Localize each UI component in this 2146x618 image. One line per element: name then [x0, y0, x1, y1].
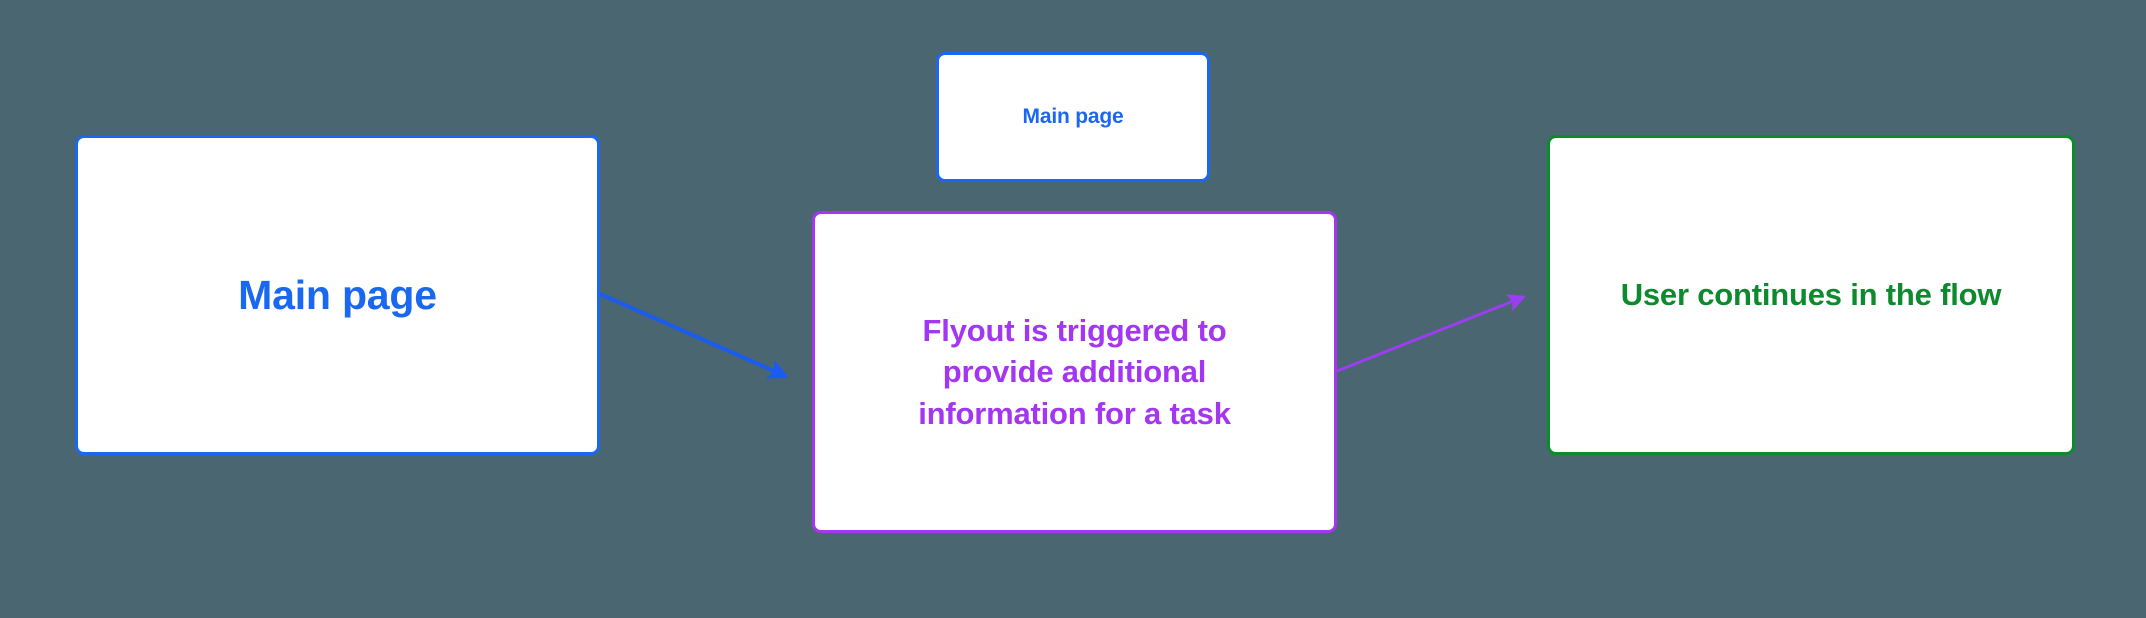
- node-user-continues-label: User continues in the flow: [1620, 277, 2002, 313]
- node-main-page-label: Main page: [238, 271, 437, 318]
- node-flyout[interactable]: Flyout is triggered to provide additiona…: [812, 211, 1337, 533]
- node-user-continues[interactable]: User continues in the flow: [1547, 135, 2075, 455]
- node-flyout-label: Flyout is triggered to provide additiona…: [918, 313, 1231, 431]
- connector-main-page-to-flyout: [599, 292, 789, 379]
- node-main-page-small-label: Main page: [1022, 105, 1124, 129]
- node-main-page-small[interactable]: Main page: [936, 52, 1210, 182]
- connector-flyout-to-user-continues: [1336, 294, 1527, 373]
- node-main-page[interactable]: Main page: [75, 135, 600, 455]
